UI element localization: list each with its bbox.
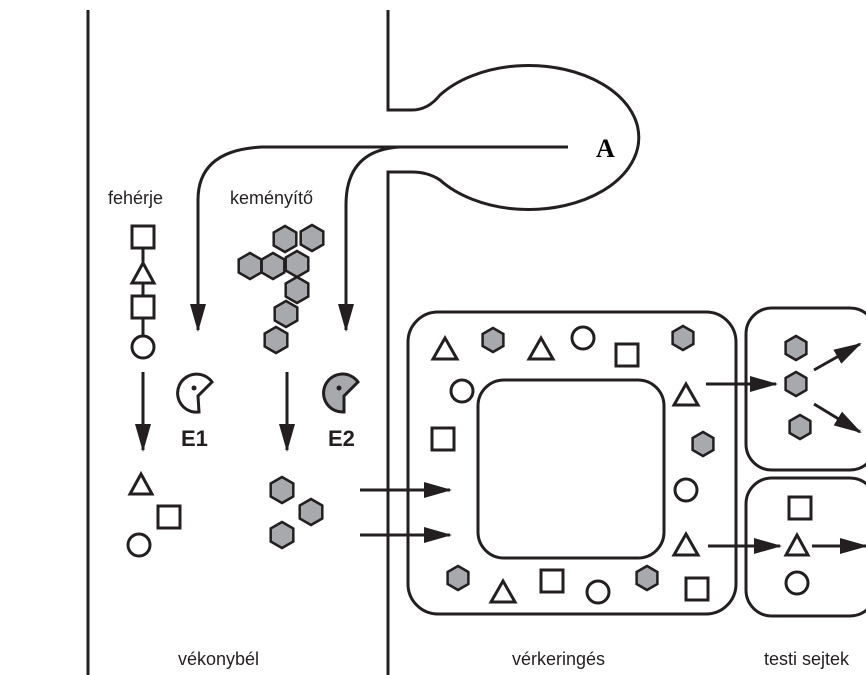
circulation-vessel-outer: [406, 310, 738, 616]
cell-amino-acids: [783, 495, 813, 596]
starch-glucose-hexagon: [284, 275, 310, 305]
glucose-glucose-hexagon: [269, 520, 295, 550]
intestine-wall-right: [386, 10, 641, 675]
secretion-arrow-e2: [338, 145, 568, 332]
starch-glucose-hexagon: [299, 223, 325, 253]
label-e2: E2: [328, 426, 355, 451]
starch-glucose-hexagon: [284, 249, 310, 279]
blood-glucose-hexagon: [446, 564, 470, 592]
circulation-vessel-inner: [476, 378, 666, 560]
label-body-cells: testi sejtek: [764, 649, 850, 669]
circulation-amino-acids: [430, 325, 710, 605]
cell-glucose-hexagon: [788, 413, 812, 441]
label-e1: E1: [181, 426, 208, 451]
enzyme-e1-icon: [176, 372, 214, 414]
starch-glucose-hexagon: [272, 224, 298, 254]
starch-glucose-hexagon: [263, 325, 289, 355]
label-protein: fehérje: [108, 188, 163, 208]
label-circulation: vérkeringés: [512, 649, 605, 669]
blood-glucose-hexagon: [671, 324, 695, 352]
starch-glucose-hexagon: [273, 299, 299, 329]
blood-glucose-hexagon: [691, 430, 715, 458]
label-organ-a: A: [596, 134, 615, 163]
glucose-glucose-hexagon: [298, 497, 324, 527]
protein-chain: [129, 224, 157, 360]
cell-glucose-hexagon: [784, 334, 808, 362]
blood-glucose-hexagon: [635, 564, 659, 592]
cell-arrow-up: [813, 342, 862, 372]
cell-arrow-down: [813, 402, 862, 434]
starch-glucose-hexagon: [260, 251, 286, 281]
label-small-intestine: vékonybél: [178, 649, 259, 669]
blood-glucose-hexagon: [481, 326, 505, 354]
body-cell-top: [744, 306, 866, 472]
label-starch: keményítő: [230, 188, 313, 208]
enzyme-e2-icon: [322, 372, 360, 414]
cell-glucose-hexagon: [784, 370, 808, 398]
secretion-arrow-e1: [190, 145, 568, 332]
amino-acid-products: [126, 470, 182, 558]
glucose-glucose-hexagon: [269, 475, 295, 505]
glucose-hexagons: [237, 223, 812, 592]
starch-glucose-hexagon: [237, 251, 263, 281]
